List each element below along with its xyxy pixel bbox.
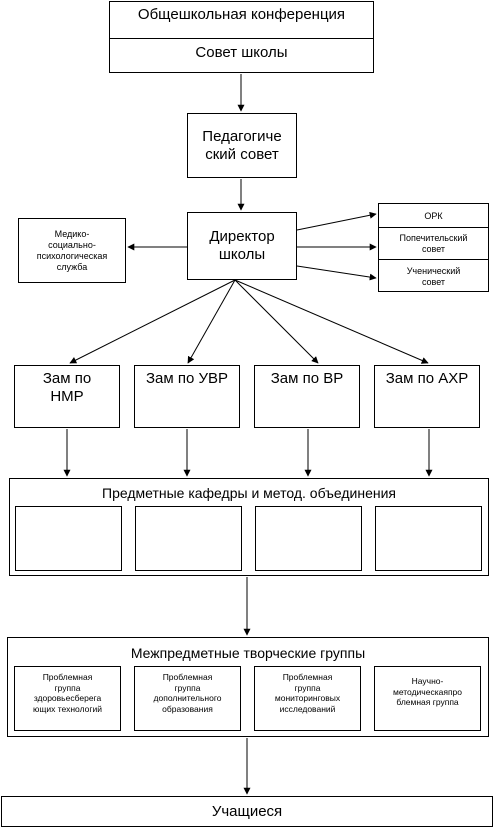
right-bodies-box: ОРК Попечительский совет Ученический сов… bbox=[378, 203, 489, 292]
creative-group-line: образования bbox=[162, 703, 213, 714]
divider bbox=[379, 227, 488, 228]
deputy-nmr-line-1: Зам по bbox=[42, 370, 92, 387]
creative-group-text: Проблемная группа мониторинговых исследо… bbox=[255, 672, 360, 714]
students-label: Учащиеся bbox=[211, 802, 283, 820]
director-line-1: Директор bbox=[209, 228, 275, 245]
arrow-director-to-vr bbox=[234, 279, 319, 364]
director-line-2: школы bbox=[218, 246, 266, 263]
medical-service-line-2: социально- bbox=[48, 239, 96, 250]
pedagogical-council-line-2: ский совет bbox=[205, 145, 279, 163]
pedagogical-council-box: Педагогиче ский совет bbox=[187, 113, 297, 178]
arrow-director-to-ahr bbox=[234, 279, 429, 364]
conference-label: Общешкольная конференция bbox=[137, 6, 346, 23]
creative-groups-title: Межпредметные творческие группы bbox=[130, 645, 366, 661]
arrow-director-to-ork bbox=[296, 211, 377, 231]
arrow-director-to-students-council bbox=[296, 265, 377, 281]
students-council-line-2: совет bbox=[421, 277, 446, 287]
deputy-vr-label: Зам по ВР bbox=[270, 370, 344, 387]
trustees-line-2: совет bbox=[421, 244, 446, 254]
medical-service-line-4: служба bbox=[56, 261, 88, 272]
creative-group-line: группа bbox=[54, 682, 81, 693]
arrow-director-to-uvr bbox=[187, 279, 236, 364]
medical-service-line-3: психологическая bbox=[36, 250, 108, 261]
deputy-nmr-box: Зам по НМР bbox=[14, 365, 120, 428]
deputy-uvr-label: Зам по УВР bbox=[145, 370, 229, 387]
creative-groups-box: Межпредметные творческие группы Проблемн… bbox=[7, 637, 489, 737]
medical-service-box: Медико- социально- психологическая служб… bbox=[18, 218, 126, 283]
department-cell bbox=[255, 506, 362, 571]
creative-group-text: Проблемная группа дополнительного образо… bbox=[135, 672, 240, 714]
creative-group-text: Научно- методическаяпро блемная группа bbox=[375, 676, 480, 708]
arrow-director-to-nmr bbox=[69, 279, 236, 364]
creative-group-line: дополнительного bbox=[153, 693, 222, 703]
trustees-line-1: Попечительский bbox=[399, 233, 468, 243]
creative-group-text: Проблемная группа здоровьесберега ющих т… bbox=[15, 672, 120, 714]
creative-group-item: Проблемная группа мониторинговых исследо… bbox=[254, 666, 361, 731]
students-box: Учащиеся bbox=[1, 796, 493, 827]
deputy-uvr-box: Зам по УВР bbox=[134, 365, 240, 428]
deputy-vr-box: Зам по ВР bbox=[254, 365, 360, 428]
deputy-ahr-box: Зам по АХР bbox=[374, 365, 480, 428]
conference-council-box: Общешкольная конференция Совет школы bbox=[109, 1, 374, 73]
department-cell bbox=[375, 506, 482, 571]
creative-group-item: Проблемная группа здоровьесберега ющих т… bbox=[14, 666, 121, 731]
creative-group-line: группа bbox=[174, 682, 201, 693]
deputy-ahr-label: Зам по АХР bbox=[385, 370, 469, 387]
creative-group-item: Научно- методическаяпро блемная группа bbox=[374, 666, 481, 731]
creative-group-line: методическаяпро bbox=[392, 686, 463, 697]
departments-title: Предметные кафедры и метод. объединения bbox=[102, 485, 396, 501]
creative-group-line: исследований bbox=[279, 703, 336, 714]
creative-group-line: ющих технологий bbox=[33, 703, 102, 714]
trustees-label: Попечительский совет bbox=[379, 233, 488, 255]
ork-label: ОРК bbox=[424, 211, 443, 221]
creative-group-line: блемная группа bbox=[396, 697, 459, 707]
council-label: Совет школы bbox=[195, 44, 288, 61]
deputy-nmr-line-2: НМР bbox=[50, 388, 84, 405]
creative-group-line: здоровьесберега bbox=[33, 693, 102, 703]
creative-group-item: Проблемная группа дополнительного образо… bbox=[134, 666, 241, 731]
creative-group-line: группа bbox=[294, 682, 321, 693]
creative-group-line: Научно- bbox=[411, 676, 444, 686]
students-council-label: Ученический совет bbox=[379, 266, 488, 288]
creative-group-line: мониторинговых bbox=[274, 693, 341, 703]
creative-group-line: Проблемная bbox=[282, 672, 333, 682]
department-cell bbox=[15, 506, 122, 571]
creative-group-line: Проблемная bbox=[162, 672, 213, 682]
medical-service-line-1: Медико- bbox=[54, 228, 90, 239]
divider bbox=[379, 259, 488, 260]
departments-box: Предметные кафедры и метод. объединения bbox=[9, 478, 489, 576]
divider bbox=[110, 38, 373, 39]
creative-group-line: Проблемная bbox=[42, 672, 93, 682]
department-cell bbox=[135, 506, 242, 571]
pedagogical-council-line-1: Педагогиче bbox=[202, 127, 282, 145]
director-box: Директор школы bbox=[187, 212, 297, 280]
students-council-line-1: Ученический bbox=[406, 266, 461, 276]
